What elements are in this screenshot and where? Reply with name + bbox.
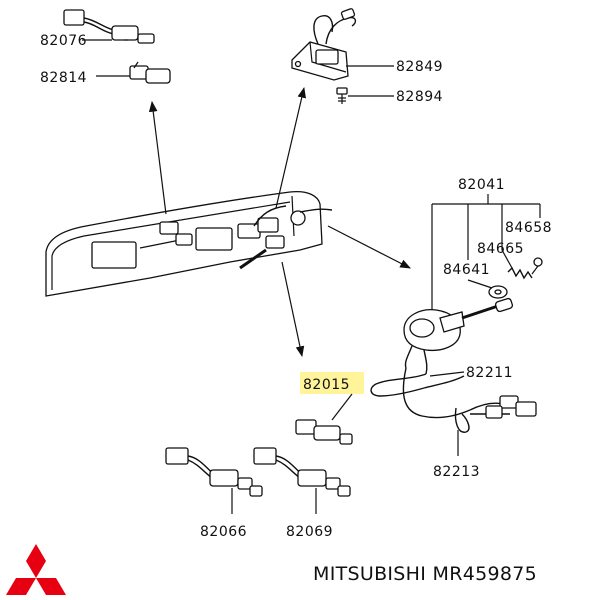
label-82015: 82015 [303, 377, 350, 393]
label-82076: 82076 [40, 33, 87, 49]
washer-84641 [467, 279, 508, 299]
connector-82814 [129, 61, 171, 84]
spring-pin-84665 [501, 249, 543, 280]
mitsubishi-logo [6, 544, 66, 595]
label-82894: 82894 [396, 89, 443, 105]
connector-harness-82069 [253, 447, 351, 497]
harness-82211 [370, 367, 537, 433]
label-82849: 82849 [396, 59, 443, 75]
relay-bracket-82849 [291, 8, 357, 81]
steering-column-housing [45, 190, 333, 297]
label-84658: 84658 [505, 220, 552, 236]
highlight-82015 [300, 372, 364, 394]
label-82211: 82211 [466, 365, 513, 381]
label-82041: 82041 [458, 177, 505, 193]
connector-82076 [63, 9, 155, 44]
connector-82015 [295, 419, 353, 445]
label-82814: 82814 [40, 70, 87, 86]
column-switch-82041 [403, 297, 514, 375]
connector-harness-82066 [165, 447, 263, 497]
label-82213: 82213 [433, 464, 480, 480]
screw-82894 [336, 87, 348, 104]
label-82069: 82069 [286, 524, 333, 540]
brand-part-number: MITSUBISHI MR459875 [313, 563, 537, 585]
label-84665: 84665 [477, 241, 524, 257]
label-84641: 84641 [443, 262, 490, 278]
label-82066: 82066 [200, 524, 247, 540]
